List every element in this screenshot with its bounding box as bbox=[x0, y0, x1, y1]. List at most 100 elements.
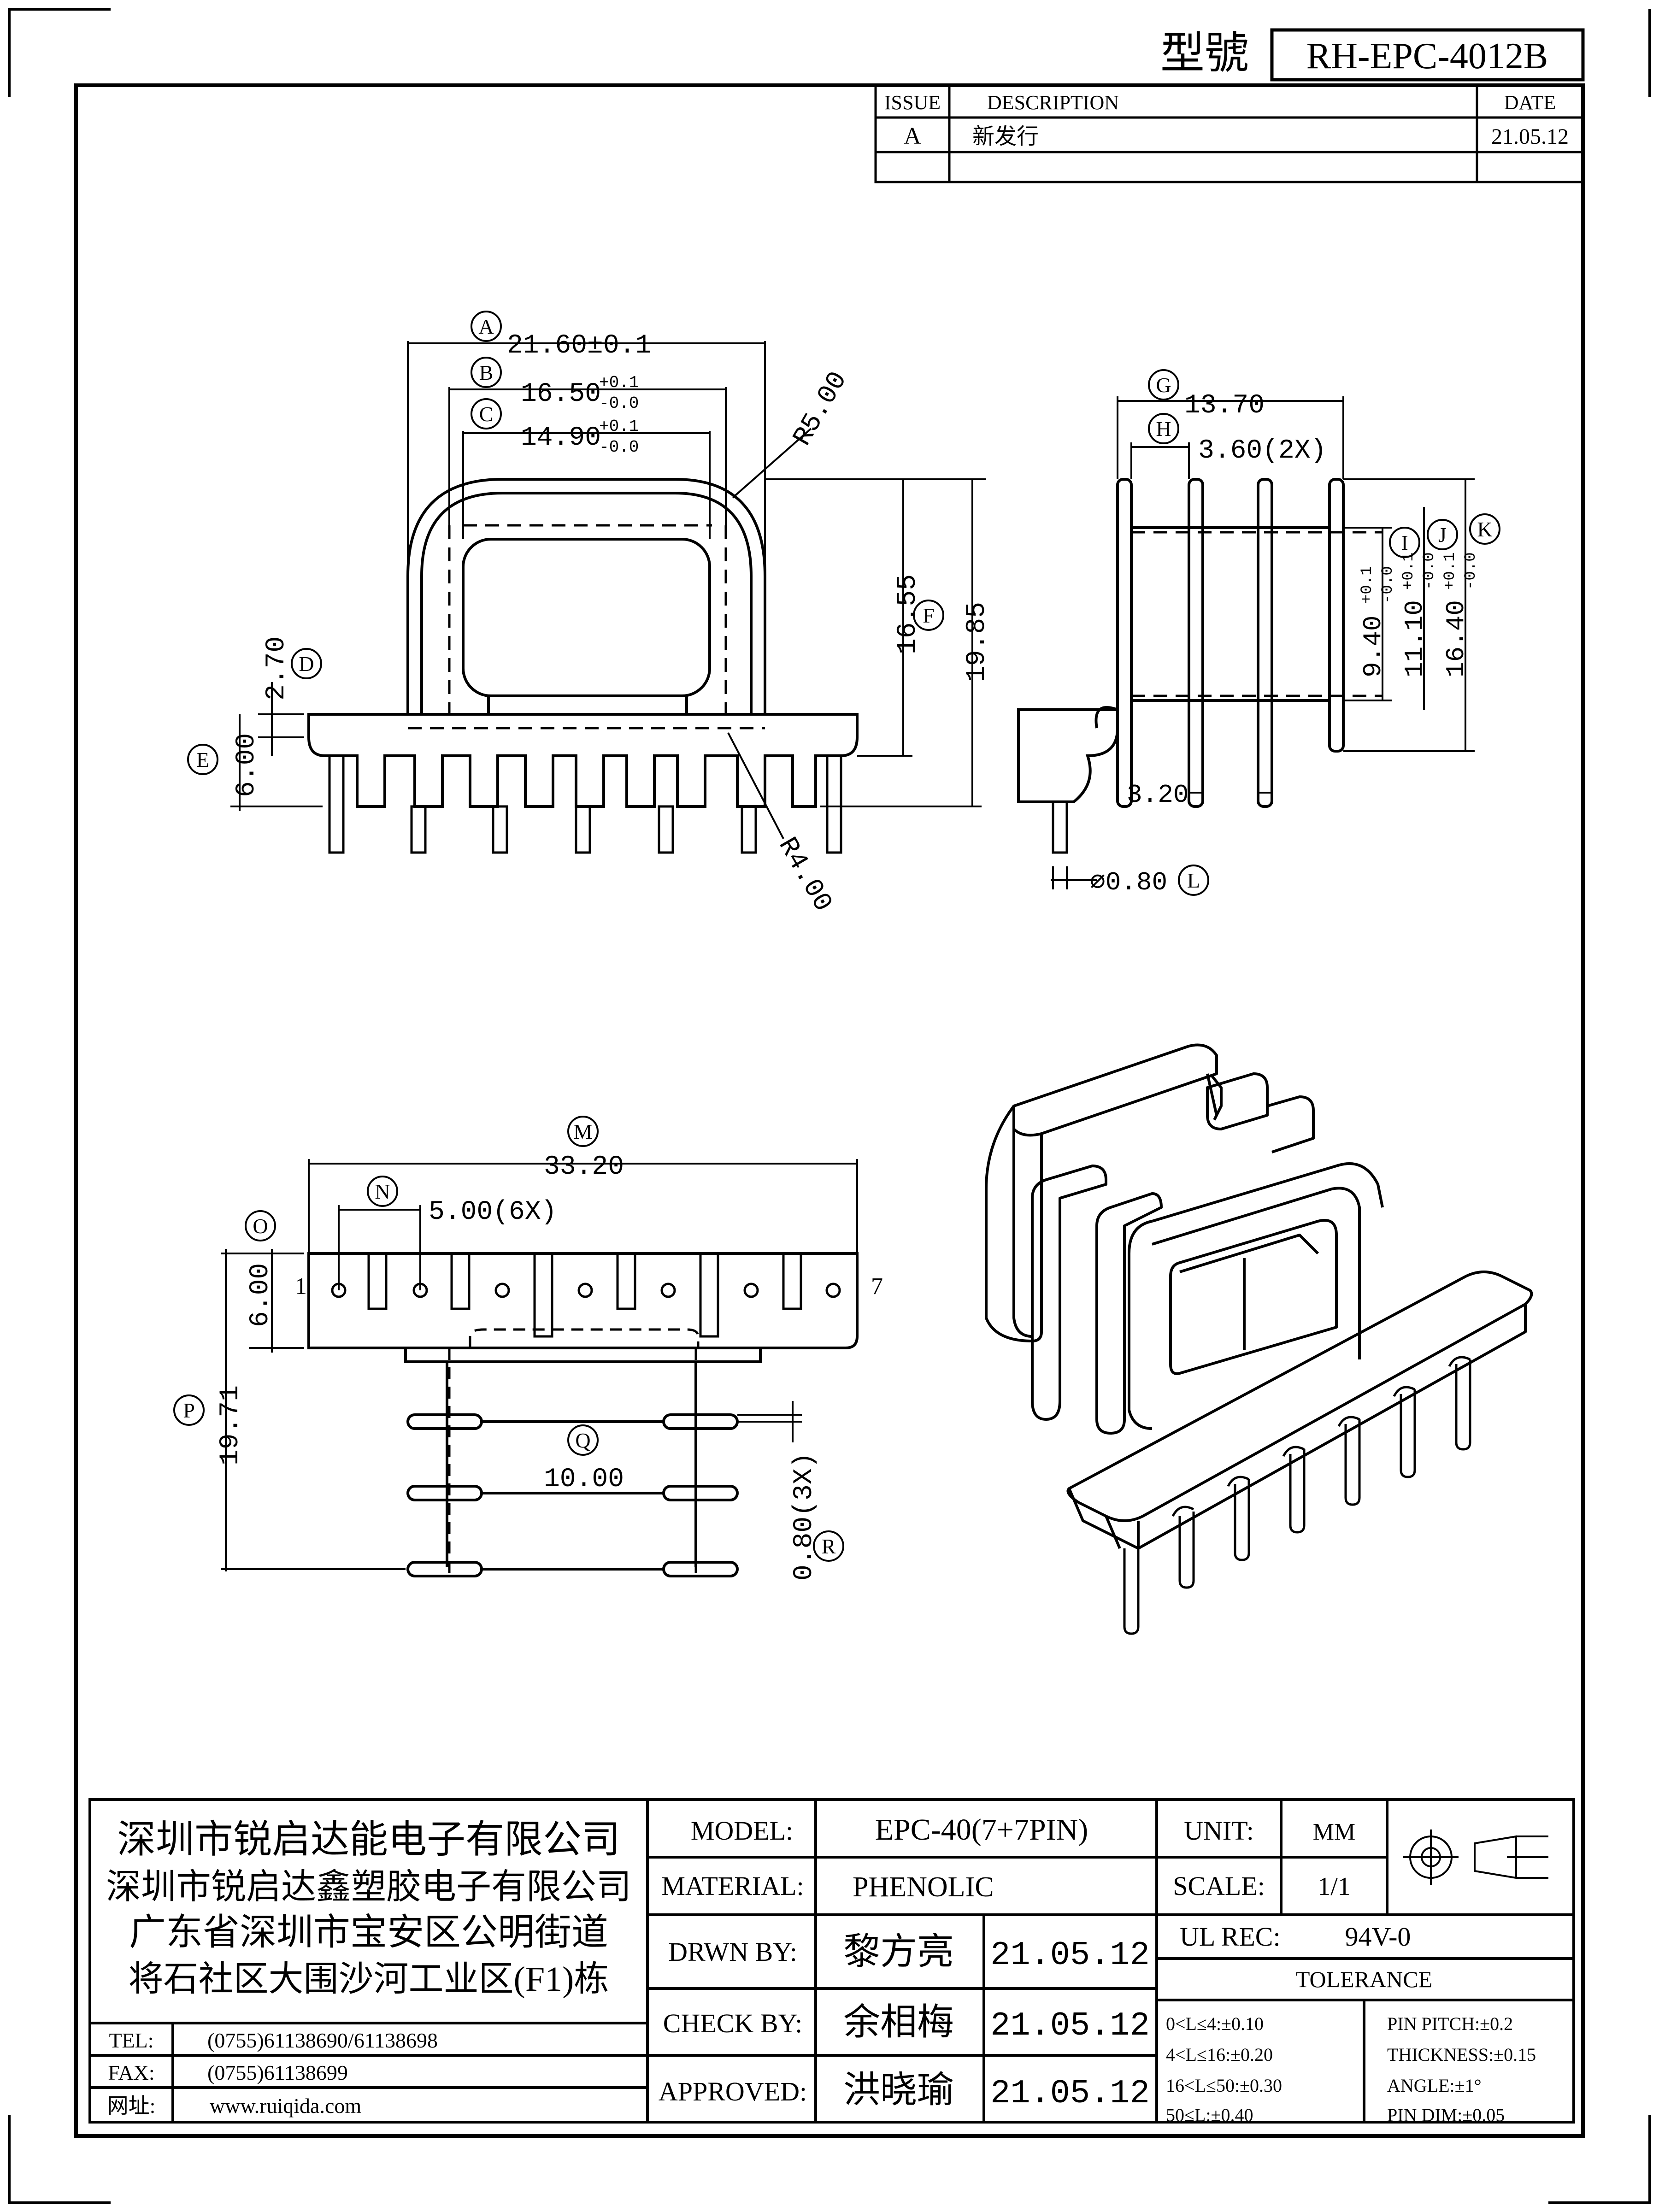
corner-mark bbox=[8, 8, 111, 97]
label-C: C bbox=[479, 402, 494, 426]
model-value: RH-EPC-4012B bbox=[1306, 36, 1548, 76]
dim-O-value: 6.00 bbox=[246, 1263, 276, 1327]
pin-number-last: 7 bbox=[871, 1273, 883, 1300]
dim-G-value: 13.70 bbox=[1184, 391, 1265, 421]
bottom-view-dimensions bbox=[221, 1159, 858, 1571]
label-Q: Q bbox=[575, 1429, 590, 1452]
front-view bbox=[307, 478, 859, 854]
isometric-view bbox=[985, 1043, 1533, 1635]
tb-ul-value: 94V-0 bbox=[1345, 1922, 1411, 1952]
fax-value: (0755)61138699 bbox=[207, 2061, 348, 2084]
dim-L-value: ⌀0.80 bbox=[1090, 868, 1167, 897]
web-label: 网址: bbox=[107, 2094, 156, 2118]
side-view-balloons bbox=[1148, 369, 1500, 896]
dim-J-tol-down: -0.0 bbox=[1421, 552, 1438, 590]
company-line-4: 将石社区大围沙河工业区(F1)栋 bbox=[129, 1960, 609, 1999]
tb-unit-value: MM bbox=[1313, 1819, 1355, 1845]
dim-I-value: 9.40 bbox=[1359, 616, 1388, 677]
tol-left-1: 4<L≤16:±0.20 bbox=[1166, 2044, 1273, 2065]
dim-C-tol-up: +0.1 bbox=[599, 417, 639, 436]
tb-check-label: CHECK BY: bbox=[663, 2008, 802, 2038]
company-line-3: 广东省深圳市宝安区公明街道 bbox=[129, 1912, 608, 1953]
dim-R-value: 0.80(3X) bbox=[789, 1453, 819, 1581]
revision-issue-cell: A bbox=[904, 123, 921, 149]
dim-A-value: 21.60±0.1 bbox=[507, 331, 651, 361]
fax-label: FAX: bbox=[108, 2061, 154, 2084]
title-block bbox=[88, 1798, 1575, 2124]
label-G: G bbox=[1156, 373, 1171, 397]
label-L: L bbox=[1187, 869, 1200, 892]
dim-K-tol-down: -0.0 bbox=[1462, 552, 1480, 590]
tb-drawn-label: DRWN BY: bbox=[668, 1937, 797, 1967]
label-H: H bbox=[1156, 417, 1171, 441]
side-view-dimensions bbox=[1051, 396, 1475, 889]
dim-D-value: 2.70 bbox=[262, 636, 292, 700]
model-label: 型號 bbox=[1160, 29, 1249, 78]
tb-scale-label: SCALE: bbox=[1173, 1871, 1265, 1901]
tol-left-2: 16<L≤50:±0.30 bbox=[1166, 2075, 1282, 2096]
label-O: O bbox=[253, 1214, 268, 1238]
label-B: B bbox=[479, 361, 494, 384]
label-R: R bbox=[822, 1535, 836, 1558]
dim-F-value-1: 16.55 bbox=[893, 574, 923, 654]
tb-material-label: MATERIAL: bbox=[661, 1871, 804, 1901]
dim-C-tol-down: -0.0 bbox=[599, 438, 639, 457]
label-P: P bbox=[183, 1399, 195, 1422]
model-number-box bbox=[1270, 28, 1585, 82]
tb-approved-value: 洪晓瑜 bbox=[843, 2070, 954, 2111]
tb-model-label: MODEL: bbox=[691, 1816, 793, 1846]
label-N: N bbox=[375, 1180, 390, 1203]
label-I: I bbox=[1401, 531, 1408, 554]
dim-gap-value: 3.20 bbox=[1127, 780, 1188, 810]
dim-Q-value: 10.00 bbox=[544, 1465, 624, 1494]
dim-N-value: 5.00(6X) bbox=[429, 1197, 557, 1227]
dim-K-value: 16.40 bbox=[1441, 600, 1471, 677]
tb-material-value: PHENOLIC bbox=[853, 1871, 994, 1903]
web-value: www.ruiqida.com bbox=[210, 2094, 361, 2118]
tb-model-value: EPC-40(7+7PIN) bbox=[875, 1813, 1088, 1847]
dim-I-tol-up: +0.1 bbox=[1359, 566, 1376, 604]
corner-mark bbox=[1548, 2115, 1651, 2204]
dim-B-tol-up: +0.1 bbox=[599, 373, 639, 392]
dim-J-value: 11.10 bbox=[1400, 600, 1430, 677]
tb-unit-label: UNIT: bbox=[1184, 1816, 1254, 1846]
tb-approved-label: APPROVED: bbox=[659, 2077, 807, 2106]
label-M: M bbox=[574, 1120, 593, 1143]
company-line-2: 深圳市锐启达鑫塑胶电子有限公司 bbox=[106, 1868, 631, 1906]
dim-J-tol-up: +0.1 bbox=[1400, 552, 1418, 590]
label-D: D bbox=[299, 652, 314, 676]
company-line-1: 深圳市锐启达能电子有限公司 bbox=[117, 1818, 620, 1861]
revision-date-cell: 21.05.12 bbox=[1491, 124, 1569, 149]
label-K: K bbox=[1477, 518, 1492, 541]
dim-B-tol-down: -0.0 bbox=[599, 394, 639, 413]
revision-description-cell: 新发行 bbox=[972, 124, 1039, 149]
dim-R-top: R5.00 bbox=[788, 367, 853, 451]
tb-scale-value: 1/1 bbox=[1318, 1872, 1351, 1901]
tb-ul-label: UL REC: bbox=[1180, 1922, 1281, 1952]
side-view bbox=[1017, 478, 1382, 854]
tol-right-1: THICKNESS:±0.15 bbox=[1387, 2044, 1536, 2065]
label-E: E bbox=[196, 748, 209, 771]
sheet-border bbox=[74, 83, 1585, 2138]
dim-H-value: 3.60(2X) bbox=[1198, 436, 1326, 466]
tb-check-date: 21.05.12 bbox=[990, 2007, 1150, 2045]
tol-right-2: ANGLE:±1° bbox=[1387, 2075, 1482, 2096]
label-J: J bbox=[1438, 523, 1447, 547]
tb-check-value: 余相梅 bbox=[843, 2002, 954, 2043]
dim-C-value: 14.90 bbox=[521, 423, 601, 453]
bottom-view-pin-holes bbox=[331, 1282, 841, 1298]
tol-left-3: 50≤L:±0.40 bbox=[1166, 2105, 1253, 2125]
revision-col-date: DATE bbox=[1504, 91, 1556, 114]
tel-value: (0755)61138690/61138698 bbox=[207, 2029, 438, 2052]
pin-number-first: 1 bbox=[295, 1273, 307, 1300]
revision-col-issue: ISSUE bbox=[884, 91, 941, 114]
dim-F-value-2: 19.85 bbox=[962, 602, 992, 682]
corner-mark bbox=[8, 2115, 111, 2204]
tb-tolerance-label: TOLERANCE bbox=[1296, 1966, 1432, 1992]
dim-K-tol-up: +0.1 bbox=[1441, 552, 1459, 590]
tol-left-0: 0<L≤4:±0.10 bbox=[1166, 2013, 1264, 2034]
dim-P-value: 19.71 bbox=[216, 1385, 246, 1465]
front-view-dimensions bbox=[230, 341, 986, 839]
label-A: A bbox=[478, 315, 494, 338]
